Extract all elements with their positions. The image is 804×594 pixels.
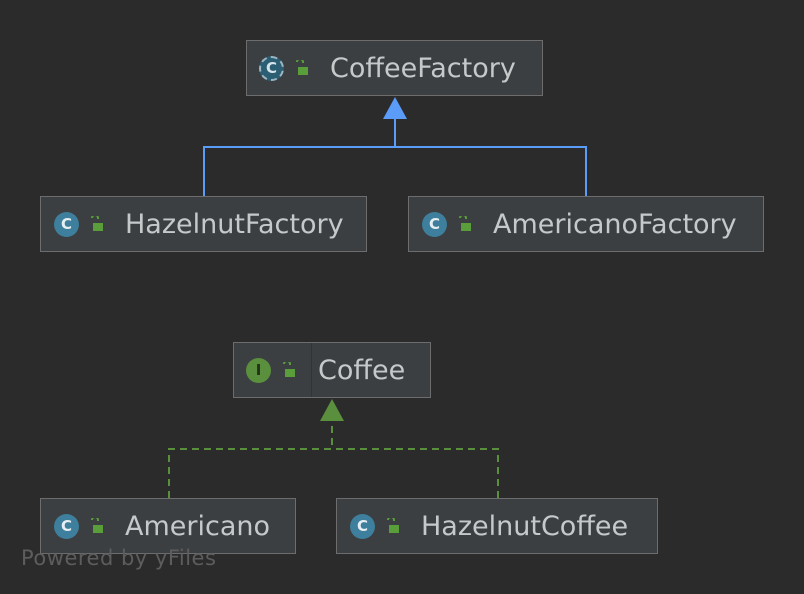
- public-lock-icon: [296, 60, 308, 75]
- node-label: HazelnutCoffee: [421, 510, 629, 542]
- implements-edges: [168, 420, 499, 498]
- implements-arrowhead: [320, 399, 344, 421]
- public-lock-icon: [91, 518, 103, 533]
- extends-arrowhead: [383, 97, 407, 119]
- node-label: Americano: [125, 510, 271, 542]
- edge-americanofactory-to-coffeefactory: [395, 146, 587, 196]
- public-lock-icon: [91, 216, 103, 231]
- node-americano[interactable]: C Americano: [40, 498, 296, 554]
- extends-edges: [203, 118, 587, 196]
- watermark-text: Powered by yFiles: [21, 546, 217, 570]
- public-lock-icon: [283, 362, 295, 377]
- abstract-class-icon: C: [259, 55, 284, 81]
- node-label: Coffee: [318, 354, 406, 386]
- edge-hazelnutcoffee-to-coffee: [332, 448, 499, 498]
- node-coffee[interactable]: I Coffee: [233, 342, 431, 398]
- public-lock-icon: [387, 518, 399, 533]
- node-hazelnut-coffee[interactable]: C HazelnutCoffee: [336, 498, 658, 554]
- edge-americano-to-coffee: [168, 420, 333, 498]
- node-label: AmericanoFactory: [493, 208, 737, 240]
- edge-hazelnutfactory-to-coffeefactory: [203, 118, 396, 196]
- class-icon: C: [54, 513, 79, 539]
- interface-icon: I: [246, 357, 271, 383]
- node-hazelnut-factory[interactable]: C HazelnutFactory: [40, 196, 367, 252]
- node-americano-factory[interactable]: C AmericanoFactory: [408, 196, 764, 252]
- public-lock-icon: [459, 216, 471, 231]
- node-label: CoffeeFactory: [330, 52, 516, 84]
- node-divider: [311, 343, 312, 397]
- node-label: HazelnutFactory: [125, 208, 344, 240]
- class-icon: C: [350, 513, 375, 539]
- class-icon: C: [54, 211, 79, 237]
- node-coffee-factory[interactable]: C CoffeeFactory: [246, 40, 543, 96]
- class-icon: C: [422, 211, 447, 237]
